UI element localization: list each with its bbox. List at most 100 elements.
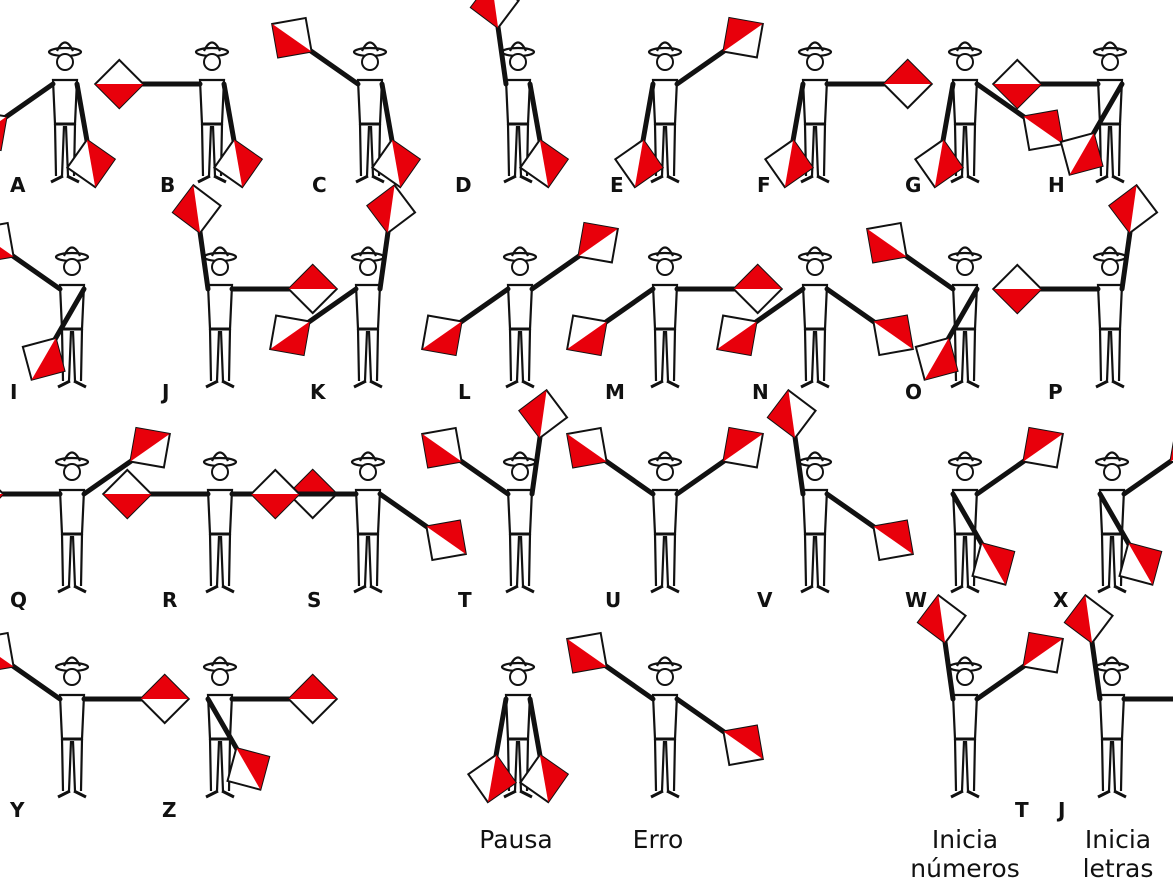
signal-letter-S: S	[307, 590, 321, 610]
head	[957, 54, 973, 70]
semaphore-figure-T	[422, 390, 567, 592]
hat-crown	[512, 248, 528, 257]
left-flag-icon	[567, 428, 606, 467]
feet	[951, 381, 979, 387]
head	[512, 259, 528, 275]
signal-letter-X: X	[1053, 590, 1068, 610]
semaphore-figure-D	[471, 0, 568, 187]
legs	[510, 534, 530, 586]
left-flag-icon	[0, 633, 14, 672]
head	[212, 464, 228, 480]
left-flag-icon	[173, 185, 221, 233]
signal-letter-Z: Z	[162, 800, 177, 820]
left-arm	[457, 458, 508, 494]
left-flag-icon	[95, 60, 143, 108]
left-flag-icon	[0, 111, 7, 150]
legs	[655, 534, 675, 586]
signal-caption-inicia-letras: Inicia letras	[1038, 826, 1173, 884]
head	[510, 669, 526, 685]
right-arm	[1124, 458, 1173, 494]
torso	[356, 490, 380, 534]
semaphore-figure-pausa	[468, 658, 567, 803]
head	[360, 464, 376, 480]
signal-letter-C: C	[312, 175, 327, 195]
legs	[1102, 739, 1122, 791]
right-flag-icon	[23, 338, 65, 380]
feet	[206, 586, 234, 592]
right-flag-icon	[519, 390, 567, 438]
right-flag-icon	[873, 521, 912, 560]
left-arm	[602, 458, 653, 494]
hat-crown	[957, 43, 973, 52]
signal-caption-pausa: Pausa	[436, 826, 596, 855]
torso	[506, 80, 530, 124]
right-flag-icon	[367, 185, 415, 233]
right-arm	[827, 494, 878, 530]
semaphore-figure-P	[993, 185, 1157, 387]
semaphore-figure-O	[867, 223, 981, 387]
feet	[951, 791, 979, 797]
signal-letter-M: M	[605, 382, 625, 402]
right-arm	[530, 699, 541, 760]
legs	[210, 329, 230, 381]
signal-letter-V: V	[757, 590, 772, 610]
feet	[354, 586, 382, 592]
semaphore-figure-R	[103, 453, 336, 593]
semaphore-figure-Z	[204, 658, 337, 798]
semaphore-figure-inicia-letras	[1065, 595, 1173, 797]
head	[510, 54, 526, 70]
feet	[51, 176, 79, 182]
torso	[653, 490, 677, 534]
left-flag-icon	[867, 223, 906, 262]
legs	[655, 739, 675, 791]
signal-letter-F: F	[757, 175, 771, 195]
feet	[506, 381, 534, 387]
legs	[655, 329, 675, 381]
head	[212, 669, 228, 685]
legs	[62, 534, 82, 586]
left-arm	[642, 84, 653, 145]
feet	[206, 791, 234, 797]
signal-caption-inicia-numeros: Inicia números	[885, 826, 1045, 884]
head	[807, 259, 823, 275]
right-arm	[827, 289, 878, 325]
right-flag-icon	[723, 428, 762, 467]
signal-letter-D: D	[455, 175, 472, 195]
feet	[356, 176, 384, 182]
legs	[805, 534, 825, 586]
torso	[508, 490, 532, 534]
torso	[60, 695, 84, 739]
left-flag-icon	[567, 633, 606, 672]
signal-letter-inicia-letras: J	[1058, 800, 1065, 820]
legs	[955, 534, 975, 586]
head	[1104, 669, 1120, 685]
right-flag-icon	[916, 338, 958, 380]
legs	[1100, 329, 1120, 381]
signal-letter-E: E	[610, 175, 624, 195]
left-flag-icon	[0, 223, 14, 262]
semaphore-figure-Y	[0, 633, 189, 797]
right-arm	[677, 699, 728, 735]
hat-crown	[510, 43, 526, 52]
hat-crown	[657, 658, 673, 667]
head	[1102, 54, 1118, 70]
left-arm	[602, 663, 653, 699]
hat-crown	[360, 248, 376, 257]
hat-crown	[64, 453, 80, 462]
left-flag-icon	[717, 316, 756, 355]
left-arm	[457, 289, 508, 325]
head	[807, 54, 823, 70]
head	[1104, 464, 1120, 480]
hat-crown	[212, 453, 228, 462]
feet	[58, 381, 86, 387]
right-flag-icon	[1061, 133, 1103, 175]
left-flag-icon	[0, 470, 3, 518]
hat-crown	[957, 658, 973, 667]
semaphore-figure-E	[615, 18, 762, 187]
right-flag-icon	[723, 726, 762, 765]
torso	[358, 80, 382, 124]
legs	[955, 739, 975, 791]
left-arm	[902, 253, 953, 289]
signal-letter-Y: Y	[10, 800, 24, 820]
